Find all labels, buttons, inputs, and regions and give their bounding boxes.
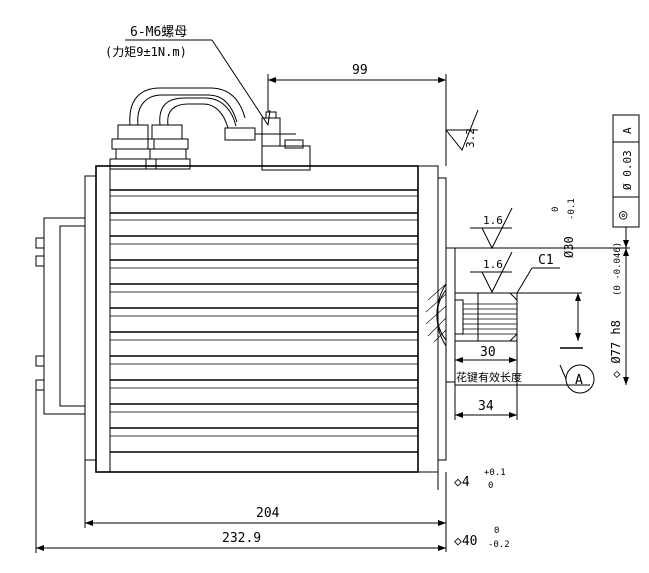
torque-spec-label: (力矩9±1N.m)	[105, 45, 187, 59]
nut-spec-label: 6-M6螺母	[130, 25, 187, 40]
nut-leader	[125, 39, 271, 126]
dim-99: 99	[352, 63, 368, 78]
dim-40-tol-lower: -0.2	[488, 540, 510, 550]
datum-a-label: A	[575, 373, 583, 388]
spline-length-label: 花键有效长度	[456, 370, 522, 384]
dim-4-prefix: ◇4	[454, 475, 470, 490]
dim-30: 30	[480, 345, 496, 360]
dim-40-prefix: ◇40	[454, 534, 477, 549]
rear-cover	[35, 217, 86, 415]
dim-34: 34	[478, 399, 494, 414]
feature-control-frame	[612, 114, 640, 248]
fcf-datum: A	[621, 127, 634, 134]
dim-4-tol-lower: 0	[488, 481, 493, 491]
chamfer-leader	[516, 267, 560, 294]
dim-4-tol-upper: +0.1	[484, 468, 506, 478]
datum-a-symbol	[559, 364, 595, 394]
dia-77-label: ◇ Ø77 h8	[609, 320, 623, 378]
surface-finish-shaft-a	[470, 207, 513, 250]
finish-face-value: 3.2	[464, 128, 477, 148]
chamfer-label: C1	[538, 253, 554, 268]
finish-shaft-a-value: 1.6	[483, 214, 503, 227]
motor-housing	[84, 165, 447, 473]
fcf-symbol: ◎	[619, 207, 628, 223]
cable-assembly	[109, 87, 311, 171]
fcf-value: Ø 0.03	[621, 150, 634, 190]
dim-232-9: 232.9	[222, 531, 261, 546]
dim-204: 204	[256, 506, 280, 521]
surface-finish-face	[445, 109, 479, 151]
output-shaft	[425, 247, 518, 383]
finish-shaft-b-value: 1.6	[483, 258, 503, 271]
dia-30-tol-lower: -0.1	[567, 198, 577, 220]
dia-30-tol-upper: 0	[551, 207, 561, 212]
dia-30-label: Ø30	[562, 236, 576, 258]
dimension-lines	[35, 74, 630, 553]
dia-77-tol: (0 -0.046)	[613, 242, 623, 296]
surface-finish-shaft-b	[470, 251, 513, 294]
dim-40-tol-upper: 0	[494, 526, 499, 536]
